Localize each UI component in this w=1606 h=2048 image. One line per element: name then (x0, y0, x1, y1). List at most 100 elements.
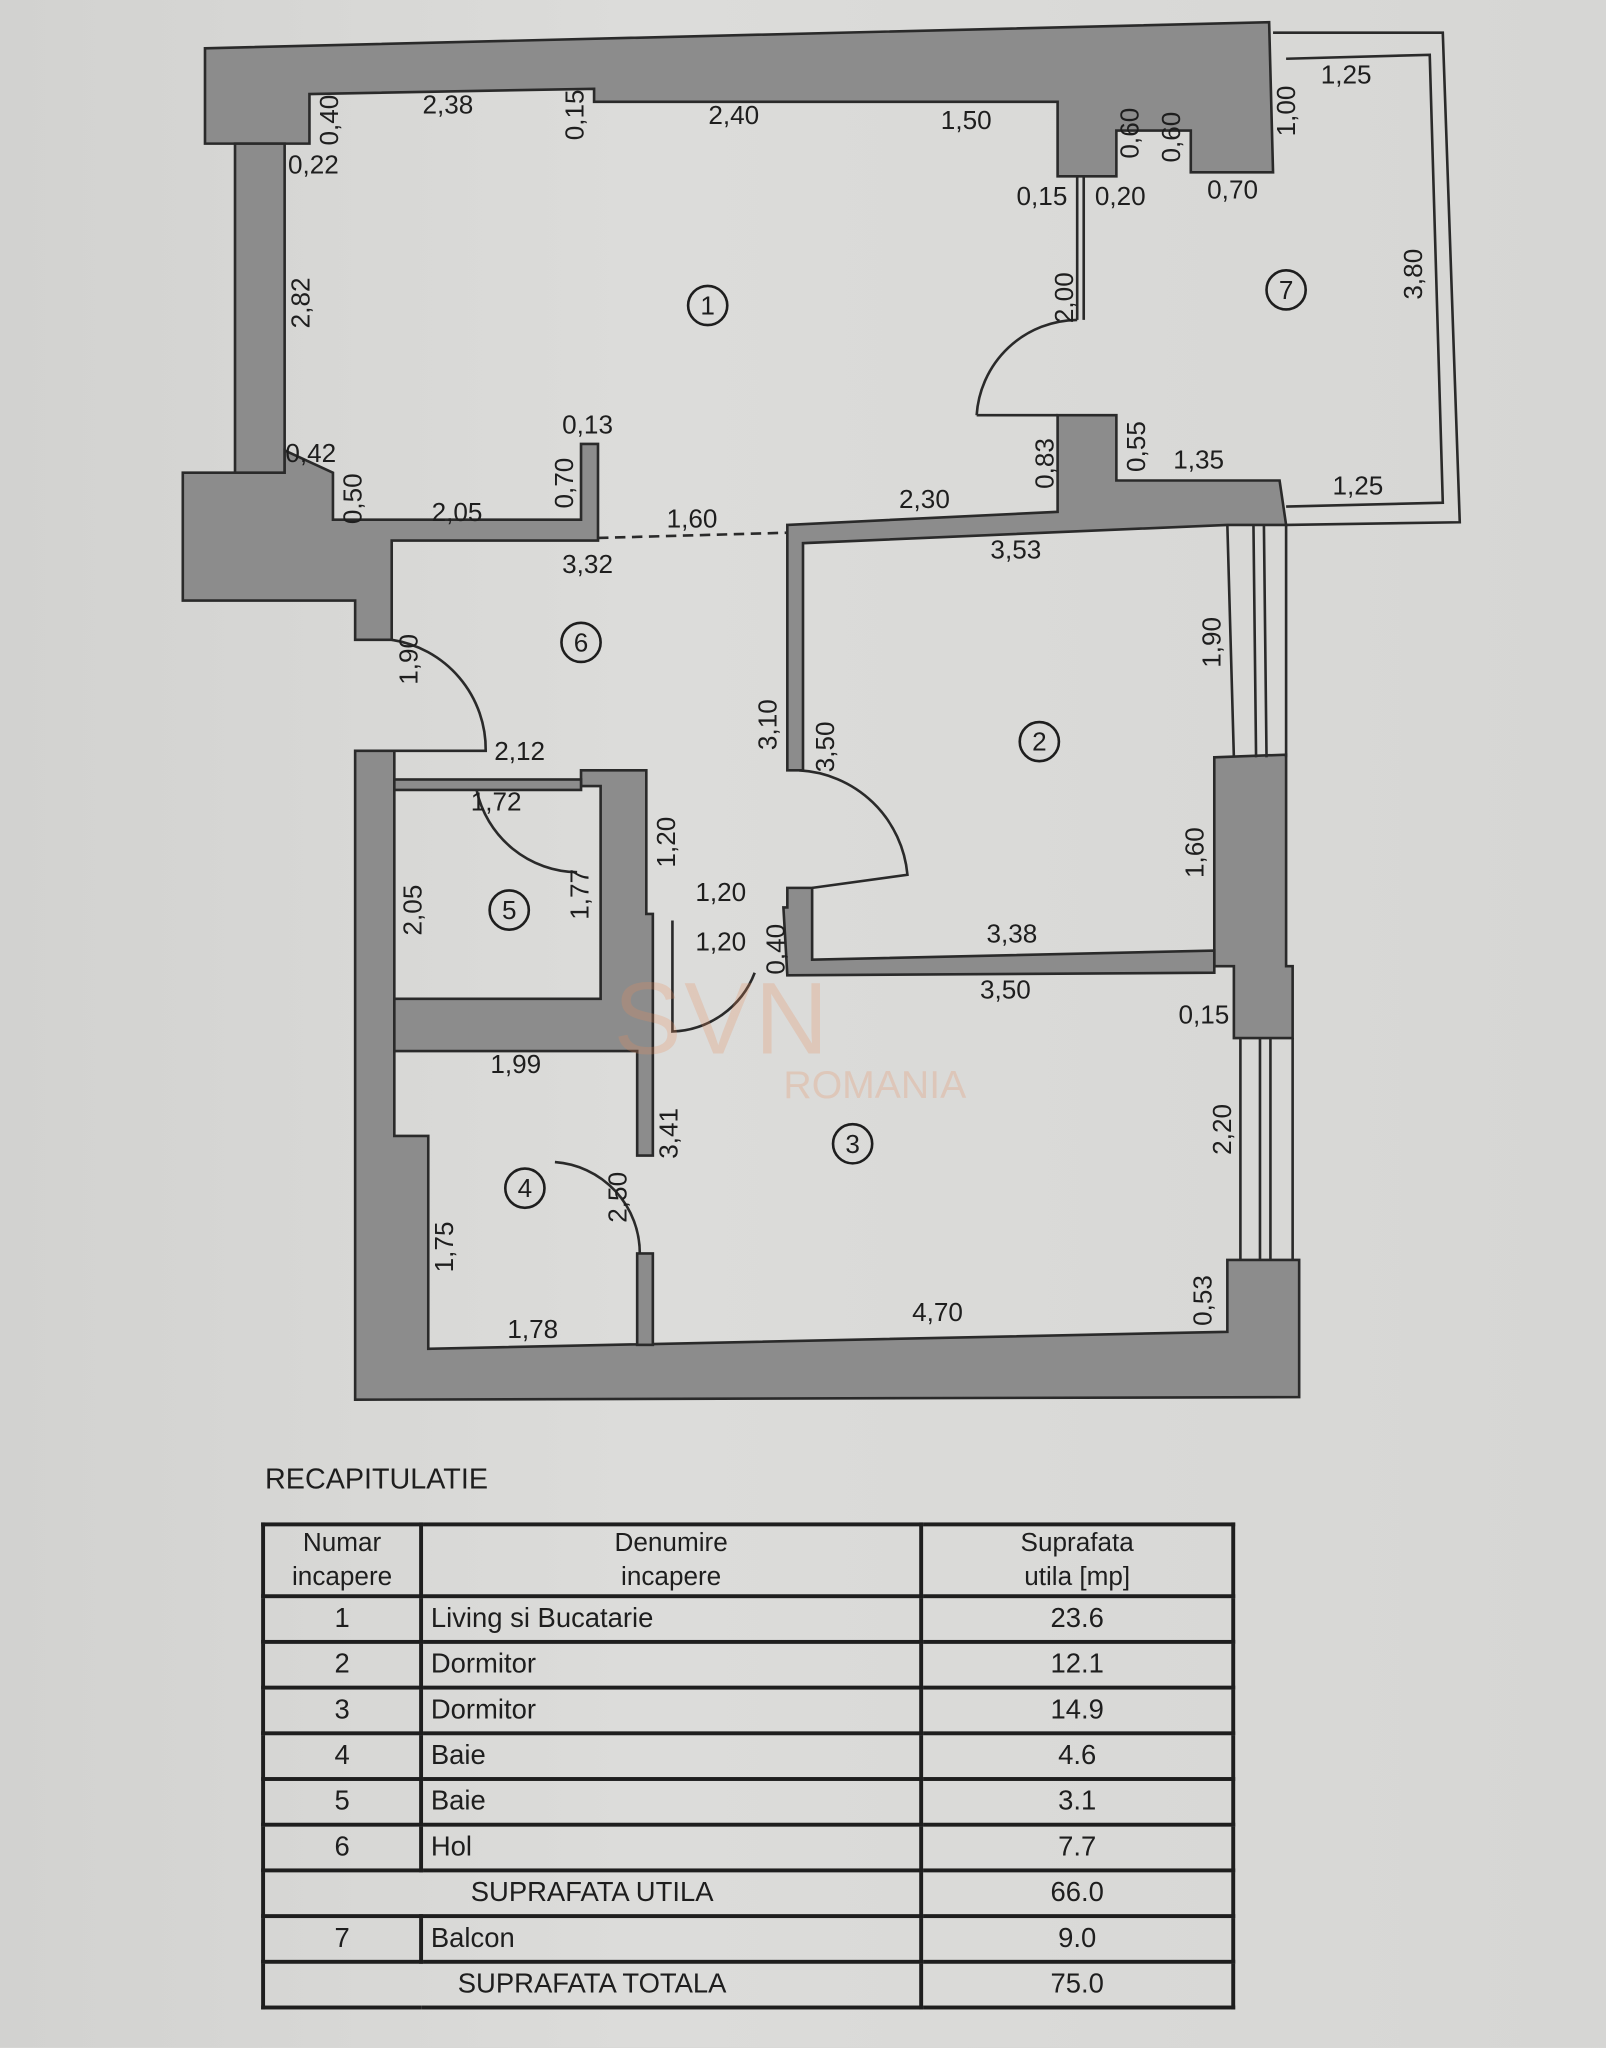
dimension-label: 1,90 (394, 634, 424, 685)
watermark-country: ROMANIA (783, 1064, 967, 1108)
room-number: 6 (574, 627, 589, 657)
room-number-cell: 4 (261, 1731, 424, 1781)
room-marker-2: 2 (1018, 720, 1061, 763)
dimension-label: 0,83 (1030, 438, 1060, 489)
dimension-label: 0,15 (560, 89, 590, 140)
total-area-label: SUPRAFATA TOTALA (261, 1959, 924, 2010)
door-entrance (391, 638, 488, 753)
room-name-cell: Balcon (419, 1914, 924, 1964)
dimension-label: 2,38 (422, 89, 473, 119)
room-name-cell: Baie (419, 1731, 924, 1781)
wall-room2-room3 (782, 886, 1216, 977)
dimension-label: 0,13 (562, 409, 613, 439)
room-number: 1 (700, 291, 715, 321)
dimension-label: 3,10 (753, 699, 783, 750)
dimension-label: 1,20 (695, 877, 746, 907)
dimension-label: 1,77 (565, 869, 595, 920)
dimension-label: 1,90 (1197, 617, 1227, 668)
useful-area-value: 66.0 (919, 1868, 1236, 1919)
dimension-label: 2,05 (432, 497, 483, 527)
dimension-label: 0,70 (549, 458, 579, 509)
room-number-cell: 3 (261, 1685, 424, 1736)
dimension-label: 2,12 (494, 736, 545, 766)
room-area-cell: 23.6 (919, 1594, 1236, 1644)
room-number: 5 (502, 895, 517, 925)
dimension-label: 3,32 (562, 549, 613, 579)
table-header-row: Numar incapere Denumire incapere Suprafa… (261, 1522, 1236, 1599)
room-marker-3: 3 (831, 1122, 874, 1165)
room-area-cell: 7.7 (919, 1822, 1236, 1873)
dimension-label: 0,53 (1188, 1275, 1218, 1326)
dimension-label: 1,35 (1173, 445, 1224, 475)
room-number: 3 (845, 1129, 860, 1159)
recap-title: RECAPITULATIE (265, 1462, 489, 1496)
room-name-cell: Dormitor (419, 1639, 924, 1690)
room-marker-4: 4 (503, 1167, 546, 1210)
dimension-label: 0,42 (285, 438, 336, 468)
dimension-label: 1,25 (1333, 471, 1384, 501)
opening-dashed-line (597, 531, 788, 540)
dimension-label: 1,72 (471, 787, 522, 817)
header-area: Suprafata utila [mp] (919, 1522, 1236, 1599)
room-circle (488, 889, 531, 931)
dimension-label: 0,60 (1114, 108, 1144, 159)
wall-left (233, 142, 286, 478)
balcony-outline (1273, 31, 1462, 527)
dimension-label: 3,53 (990, 535, 1041, 565)
room-marker-5: 5 (488, 889, 531, 931)
room-marker-6: 6 (560, 621, 602, 664)
dimension-label: 0,60 (1156, 112, 1186, 163)
dimension-label: 2,30 (899, 484, 950, 514)
room-marker-7: 7 (1265, 268, 1307, 311)
dimension-label: 2,05 (398, 885, 428, 936)
walls (181, 20, 1462, 1402)
room-marker-1: 1 (686, 284, 729, 327)
room-number: 7 (1279, 275, 1294, 305)
room-number-cell: 7 (261, 1914, 424, 1964)
room-circle (831, 1122, 874, 1165)
room-circle (1265, 268, 1307, 311)
dimension-label: 2,50 (603, 1172, 633, 1223)
room-circle (686, 284, 729, 327)
dimension-label: 1,78 (507, 1314, 558, 1344)
dimension-label: 3,50 (980, 975, 1031, 1005)
dimension-label: 2,82 (285, 278, 315, 329)
room-circle (503, 1167, 546, 1210)
dimension-label: 0,22 (288, 150, 339, 180)
wall-bath5-top (393, 778, 583, 792)
dimension-label: 0,20 (1095, 181, 1146, 211)
room-name-cell: Dormitor (419, 1685, 924, 1736)
dimension-label: 1,50 (941, 105, 992, 135)
door-bath5 (475, 789, 578, 874)
wall-corner-left (181, 442, 600, 642)
total-area-value: 75.0 (919, 1959, 1236, 2010)
dimension-label: 2,00 (1049, 272, 1079, 323)
room-area-cell: 3.1 (919, 1777, 1236, 1827)
room-area-cell: 14.9 (919, 1685, 1236, 1736)
useful-area-label: SUPRAFATA UTILA (261, 1868, 924, 1919)
room-name-cell: Baie (419, 1777, 924, 1827)
header-number: Numar incapere (261, 1522, 424, 1599)
room-name-cell: Hol (419, 1822, 924, 1873)
room-area-cell: 4.6 (919, 1731, 1236, 1781)
dimension-label: 0,40 (761, 924, 791, 975)
dimension-label: 3,41 (654, 1108, 684, 1159)
room-area-cell: 12.1 (919, 1639, 1236, 1690)
dimension-label: 1,25 (1321, 59, 1372, 89)
room-number-cell: 1 (261, 1594, 424, 1644)
wall-bathrooms (393, 769, 655, 1157)
dimension-label: 1,20 (695, 926, 746, 956)
room-circle (560, 621, 602, 664)
dimension-label: 2,20 (1207, 1104, 1237, 1155)
dimension-label: 1,60 (1180, 827, 1210, 878)
